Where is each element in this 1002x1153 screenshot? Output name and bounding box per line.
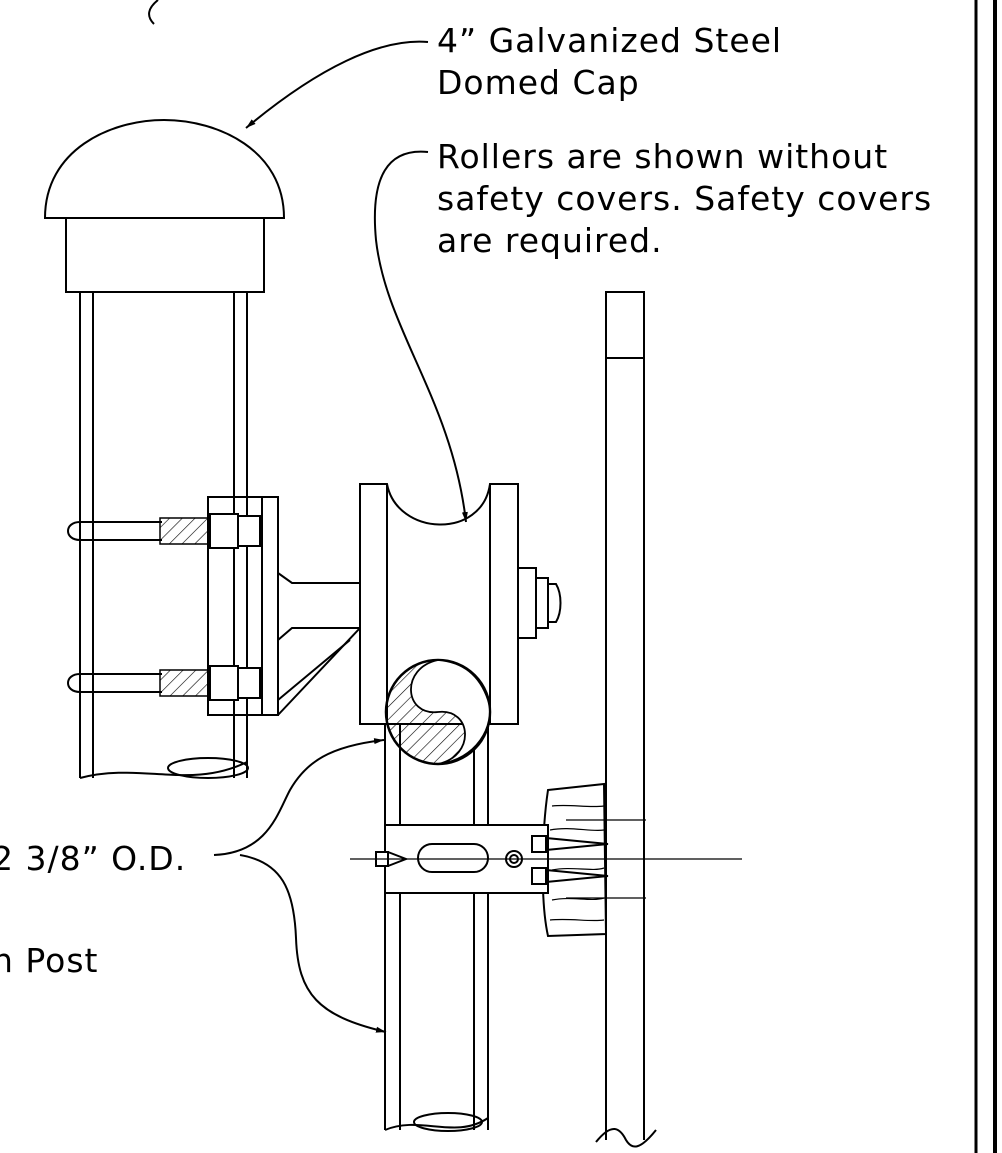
note-line3: are required. xyxy=(437,221,663,260)
axle-nut xyxy=(517,567,562,639)
roller xyxy=(359,483,519,725)
pipe-section xyxy=(384,658,492,766)
break-curve xyxy=(148,0,159,25)
post-label: h Post xyxy=(0,941,98,980)
cap-label: 4” Galvanized Steel Domed Cap xyxy=(437,21,782,102)
lower-post xyxy=(384,724,489,1132)
sheet-border xyxy=(974,0,997,1153)
leaders xyxy=(213,40,468,1033)
wood-block xyxy=(541,782,608,938)
pipe-od-label: 2 3/8” O.D. xyxy=(0,839,186,878)
u-bolt-top xyxy=(67,513,261,549)
clamp-plate xyxy=(207,496,279,716)
roller-note: Rollers are shown without safety covers.… xyxy=(437,137,932,260)
cap-label-line2: Domed Cap xyxy=(437,63,640,102)
domed-cap xyxy=(43,118,286,293)
cap-label-line1: 4” Galvanized Steel xyxy=(437,21,782,60)
bracket-arm xyxy=(277,572,361,716)
rail xyxy=(595,291,657,1148)
u-bolt-bottom xyxy=(67,665,261,701)
note-line1: Rollers are shown without xyxy=(437,137,888,176)
note-line2: safety covers. Safety covers xyxy=(437,179,932,218)
